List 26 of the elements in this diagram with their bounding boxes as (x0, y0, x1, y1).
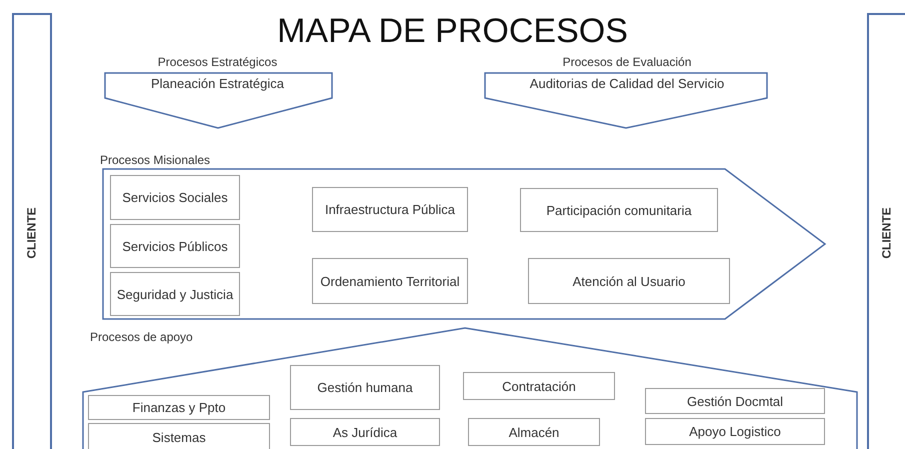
process-box: As Jurídica (290, 418, 440, 446)
process-box: Seguridad y Justicia (110, 272, 240, 316)
side-label: CLIENTE (25, 207, 39, 259)
process-box: Sistemas (88, 423, 270, 449)
process-box: Apoyo Logistico (645, 418, 825, 445)
process-box: Servicios Sociales (110, 175, 240, 220)
section-heading: Procesos de Evaluación (562, 55, 692, 69)
client-bar (867, 13, 905, 449)
process-box: Gestión humana (290, 365, 440, 410)
section-heading: Procesos de apoyo (90, 330, 193, 344)
side-label: CLIENTE (880, 207, 894, 259)
process-box: Ordenamiento Territorial (312, 258, 468, 304)
process-box: Finanzas y Ppto (88, 395, 270, 420)
process-box: Contratación (463, 372, 615, 400)
process-label: Auditorias de Calidad del Servicio (528, 75, 726, 92)
process-box: Participación comunitaria (520, 188, 718, 232)
section-heading: Procesos Estratégicos (158, 55, 278, 69)
process-box: Infraestructura Pública (312, 187, 468, 232)
process-label: Planeación Estratégica (150, 75, 285, 92)
page-title: MAPA DE PROCESOS (276, 12, 629, 51)
process-box: Atención al Usuario (528, 258, 730, 304)
section-heading: Procesos Misionales (100, 153, 210, 167)
process-box: Gestión Docmtal (645, 388, 825, 414)
process-box: Almacén (468, 418, 600, 446)
client-bar (12, 13, 52, 449)
process-box: Servicios Públicos (110, 224, 240, 268)
